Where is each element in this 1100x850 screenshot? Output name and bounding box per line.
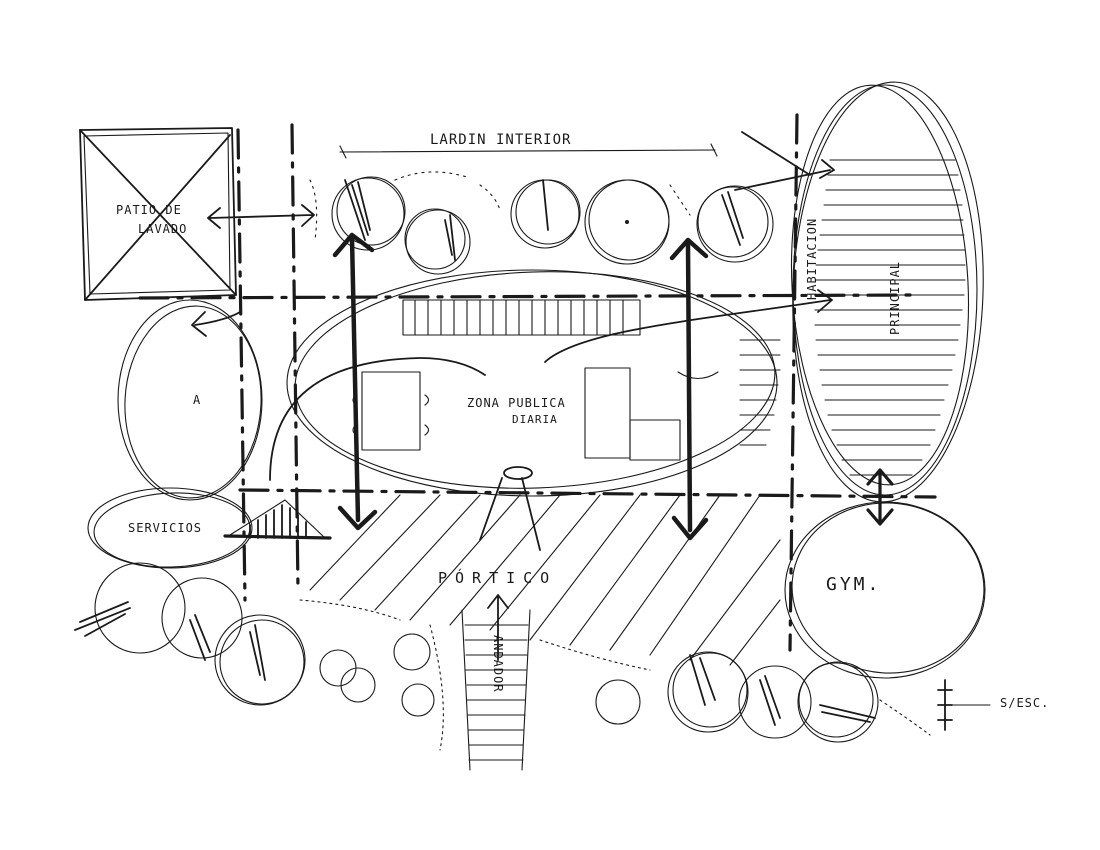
patio-label-line2: LAVADO [138,222,188,236]
habitacion-principal [739,81,984,503]
habitacion-label-line2: PRINCIPAL [888,260,902,335]
zona-label-line2: DIARIA [512,413,558,426]
portico-hatch [309,494,781,666]
marker-a: A [193,393,202,407]
zona-label-line1: ZONA PUBLICA [467,396,566,410]
habitacion-label-line1: HABITACION [805,217,819,300]
furniture [352,367,719,461]
garden-trees [309,171,774,275]
jardin-dimension [339,143,718,159]
jardin-label: LARDIN INTERIOR [430,132,572,148]
patio-de-lavado-box [79,127,237,301]
andador-path [461,609,531,771]
circulation-arrows [191,131,894,661]
andador-label: ANDADOR [491,635,505,693]
patio-label-line1: PATIO DE [116,203,182,217]
gym-oval [784,501,986,679]
servicios-stair [223,499,332,540]
oval-a [117,299,263,501]
lower-trees [74,562,991,751]
portico-label: PÓRTICO [438,569,558,587]
zona-publica-oval [286,269,778,497]
central-stair [402,299,641,336]
gym-label: GYM. [826,574,882,595]
servicios-label: SERVICIOS [128,521,203,535]
scale-label: S/ESC. [1000,696,1050,710]
